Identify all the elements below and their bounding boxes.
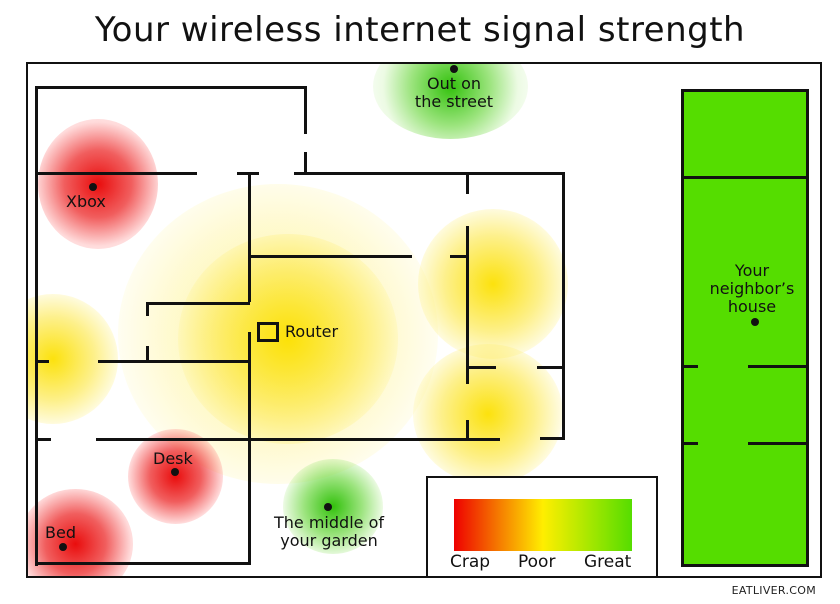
signal-legend: Crap Poor Great xyxy=(426,476,658,576)
street-marker xyxy=(450,65,458,73)
signal-zone-garden xyxy=(283,459,383,554)
wall-right-room-mid-right xyxy=(537,366,565,369)
wall-closet-top xyxy=(146,302,250,305)
credit-text: EATLIVER.COM xyxy=(731,584,816,597)
page-title: Your wireless internet signal strength xyxy=(94,10,746,50)
signal-zone-right-room-lower xyxy=(413,344,563,484)
neighbor-house xyxy=(681,89,809,567)
wall-upper-right-stub xyxy=(304,86,307,134)
wall-top-house xyxy=(35,86,307,89)
wall-right-wing-top xyxy=(294,172,565,175)
street-label-line2: the street xyxy=(414,92,494,111)
router-icon xyxy=(257,322,279,342)
wall-lower-main xyxy=(96,438,500,441)
legend-label-crap: Crap xyxy=(450,552,491,572)
neighbor-wall-mid-left xyxy=(684,365,698,368)
neighbor-label-line1: Your xyxy=(734,261,770,280)
wall-right-room-divider-stub xyxy=(450,255,468,258)
xbox-marker xyxy=(89,183,97,191)
wall-right-room-mid xyxy=(466,366,496,369)
wall-hall-left-stub xyxy=(35,360,49,363)
neighbor-marker xyxy=(751,318,759,326)
wall-right-room-divider xyxy=(466,226,469,384)
wall-left-house xyxy=(35,86,38,566)
neighbor-wall-upper xyxy=(684,176,806,179)
bed-label: Bed xyxy=(45,523,76,542)
garden-label-line1: The middle of xyxy=(274,513,384,532)
garden-label-line2: your garden xyxy=(280,531,378,550)
wall-right-wing-bottom-stub xyxy=(540,437,565,440)
neighbor-label-line2: neighbor’s xyxy=(709,279,795,298)
legend-label-great: Great xyxy=(584,552,632,572)
garden-marker xyxy=(324,503,332,511)
legend-gradient-bar xyxy=(454,499,632,551)
wall-right-room-divider-lower xyxy=(466,420,469,440)
neighbor-label-line3: house xyxy=(727,297,777,316)
wall-right-room-divider-upper xyxy=(466,172,469,194)
desk-label: Desk xyxy=(153,449,193,468)
wall-closet-left-lower xyxy=(146,346,149,363)
xbox-label: Xbox xyxy=(66,192,106,211)
wall-router-room-top xyxy=(248,255,412,258)
wall-upper-right-stub-lower xyxy=(304,152,307,174)
wall-bedroom-bottom xyxy=(35,562,251,565)
wall-hall-mid xyxy=(98,360,250,363)
signal-zone-xbox xyxy=(38,119,158,249)
signal-zone-left-hall xyxy=(28,294,118,424)
signal-zone-router xyxy=(178,234,398,444)
wall-router-room-left-lower xyxy=(248,332,251,564)
signal-zone-right-room-upper xyxy=(418,209,568,359)
neighbor-wall-low-right xyxy=(748,442,806,445)
neighbor-wall-low-left xyxy=(684,442,698,445)
signal-zone-desk xyxy=(128,429,223,524)
floor-plan: Router Xbox Desk Bed Out on the street T… xyxy=(26,62,822,578)
street-label-line1: Out on xyxy=(426,74,482,93)
wall-xbox-bottom xyxy=(35,172,197,175)
wall-closet-left xyxy=(146,302,149,316)
signal-zone-bed xyxy=(28,489,133,576)
bed-marker xyxy=(59,543,67,551)
wall-right-wing-right xyxy=(562,172,565,440)
legend-label-poor: Poor xyxy=(518,552,556,572)
wall-router-room-left xyxy=(248,172,251,302)
wall-lower-left-stub xyxy=(35,438,51,441)
desk-marker xyxy=(171,468,179,476)
neighbor-wall-mid-right xyxy=(748,365,806,368)
router-label: Router xyxy=(285,322,339,341)
